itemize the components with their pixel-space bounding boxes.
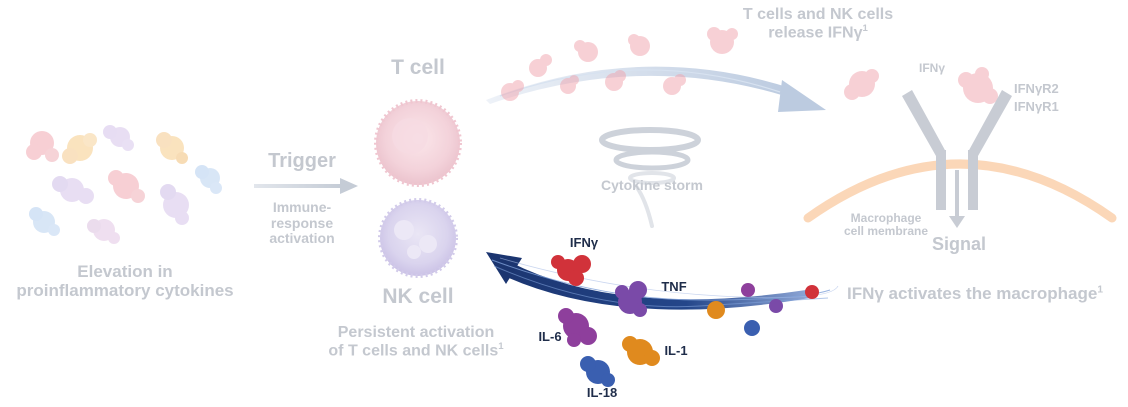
tnf-cytokine-label: TNF xyxy=(661,279,687,294)
cytokine-storm-label: Cytokine storm xyxy=(601,177,703,193)
il1-molecule xyxy=(622,336,660,366)
faded-ifn-molecules xyxy=(501,27,998,104)
storm-arrow xyxy=(486,252,839,310)
ifn-molecule xyxy=(529,54,552,77)
trigger-arrow xyxy=(254,178,358,194)
ifn-molecule xyxy=(560,75,579,94)
release-arrow xyxy=(486,66,826,112)
cytokine-blob xyxy=(160,184,189,225)
ifnr1-label: IFNγR1 xyxy=(1014,99,1059,114)
tornado-icon xyxy=(599,127,701,228)
cytokine-blob xyxy=(62,133,97,164)
release-ifn-label: T cells and NK cells release IFNγ1 xyxy=(718,6,918,42)
nk-cell xyxy=(378,198,458,278)
macrophage-membrane-arc xyxy=(803,159,1117,223)
il1-cytokine-label: IL-1 xyxy=(664,343,688,358)
release-ifn-text: T cells and NK cells release IFNγ xyxy=(742,6,894,42)
ifn-activates-ref: 1 xyxy=(1097,284,1104,296)
cytokine-blob xyxy=(103,125,134,151)
cytokine-blob xyxy=(87,219,120,244)
cytokine-blob xyxy=(156,132,188,164)
tnf-molecule xyxy=(615,281,647,317)
ifn-cytokine-label: IFNγ xyxy=(569,235,599,250)
ifn-molecule xyxy=(844,69,879,100)
trigger-label: Trigger xyxy=(268,150,336,172)
ifn-receptor xyxy=(902,90,1012,210)
immune-activation-label: Immune- response activation xyxy=(269,199,335,247)
elevation-label: Elevation in proinflammatory cytokines xyxy=(16,262,234,301)
persistent-activation-ref: 1 xyxy=(498,340,504,352)
macrophage-membrane-label: Macrophage cell membrane xyxy=(843,211,929,239)
cytokine-blob xyxy=(52,176,94,204)
cytokine-blob xyxy=(108,170,145,203)
ifnr2-label: IFNγR2 xyxy=(1014,81,1059,96)
ifn-molecule xyxy=(663,74,686,95)
cytokine-blob xyxy=(195,165,222,194)
cytokine-blob xyxy=(29,207,60,236)
ifn-activates-text: IFNγ activates the macrophage xyxy=(846,284,1098,303)
il18-cytokine-label: IL-18 xyxy=(586,385,618,400)
ifn-molecule xyxy=(501,80,524,101)
il18-molecule xyxy=(580,356,615,387)
ifn-molecule xyxy=(628,34,650,56)
nk-cell-label: NK cell xyxy=(382,285,454,308)
ifn-molecule xyxy=(958,67,998,104)
t-cell xyxy=(374,99,462,187)
ifn-molecule-storm xyxy=(551,255,591,286)
ifn-molecule xyxy=(574,40,598,62)
il6-cytokine-label: IL-6 xyxy=(538,329,562,344)
persistent-activation-text: Persistent activation of T cells and NK … xyxy=(328,324,499,360)
il6-molecule xyxy=(558,308,597,347)
receptor-ifn-label: IFNγ xyxy=(918,61,945,75)
ifn-activates-label: IFNγ activates the macrophage1 xyxy=(844,284,1106,303)
faded-cytokine-cluster xyxy=(26,125,222,244)
small-cytokines-on-arrow xyxy=(707,283,819,336)
ifn-molecule xyxy=(707,27,738,54)
cytokine-blob xyxy=(26,131,59,162)
ifn-molecule xyxy=(605,70,626,91)
t-cell-label: T cell xyxy=(391,56,445,79)
signal-label: Signal xyxy=(931,234,986,254)
release-ifn-ref: 1 xyxy=(862,22,868,34)
signal-arrow xyxy=(949,170,965,228)
persistent-activation-label: Persistent activation of T cells and NK … xyxy=(326,324,506,360)
